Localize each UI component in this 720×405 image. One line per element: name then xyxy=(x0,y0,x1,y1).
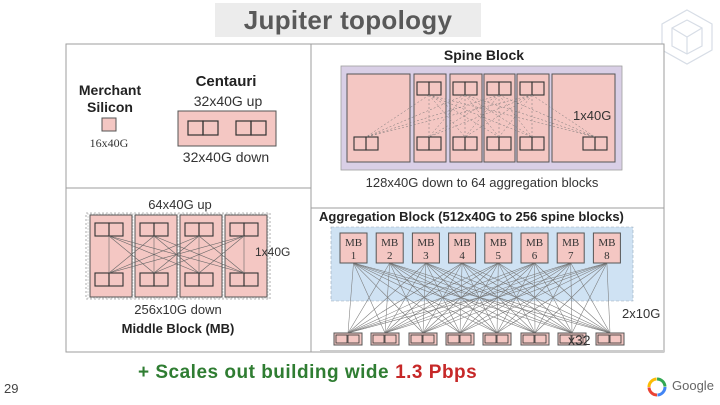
mb-bottom-chip-1 xyxy=(94,272,124,287)
agg-mb-label-1: MB xyxy=(345,237,362,249)
merchant-chip xyxy=(101,117,117,132)
mb-link-label: 1x40G xyxy=(255,245,290,259)
agg-mb-number-2: 2 xyxy=(387,250,393,262)
slide-title: Jupiter topology xyxy=(243,5,453,35)
agg-count-label: x32 xyxy=(568,332,591,348)
mb-bottom-chip-2 xyxy=(139,272,169,287)
agg-tor-6 xyxy=(520,332,550,346)
agg-mb-number-8: 8 xyxy=(604,250,610,262)
mb-top-chip-1 xyxy=(94,222,124,237)
agg-tor-4 xyxy=(445,332,475,346)
mb-top-chip-2 xyxy=(139,222,169,237)
agg-mb-7: MB7 xyxy=(556,232,585,264)
merchant-port-label: 16x40G xyxy=(90,136,129,150)
title-background xyxy=(215,3,481,37)
agg-tor-8 xyxy=(595,332,625,346)
agg-tor-5 xyxy=(482,332,512,346)
mb-up-label: 64x40G up xyxy=(148,197,212,212)
spine-bottom-chip-3 xyxy=(452,136,478,151)
centauri-up-label: 32x40G up xyxy=(194,93,263,109)
cube-watermark-icon xyxy=(661,9,713,65)
agg-tor-7 xyxy=(557,332,587,346)
agg-title: Aggregation Block (512x40G to 256 spine … xyxy=(319,209,624,224)
agg-mb-number-7: 7 xyxy=(568,250,574,262)
mb-card-3 xyxy=(179,214,223,298)
spine-top-chip-1 xyxy=(416,81,442,96)
mb-down-label: 256x10G down xyxy=(134,302,221,317)
mb-top-chip-3 xyxy=(184,222,214,237)
mb-bottom-chip-3 xyxy=(184,272,214,287)
spine-top-chip-3 xyxy=(486,81,512,96)
mb-cards xyxy=(89,214,268,298)
agg-mb-number-5: 5 xyxy=(496,250,502,262)
centauri-chip-box xyxy=(177,110,277,147)
agg-mb-label-4: MB xyxy=(454,237,471,249)
spine-bottom-chip-4 xyxy=(486,136,512,151)
mb-internal-links xyxy=(108,235,245,274)
agg-mb-number-4: 4 xyxy=(459,250,465,262)
spine-bottom-chip-6 xyxy=(582,136,608,151)
spine-bottom-chip-5 xyxy=(519,136,545,151)
spine-down-label: 128x40G down to 64 aggregation blocks xyxy=(366,175,599,190)
spine-top-chip-4 xyxy=(519,81,545,96)
agg-mb-1: MB1 xyxy=(339,232,368,264)
agg-mb-label-6: MB xyxy=(526,237,543,249)
agg-mb-8: MB8 xyxy=(592,232,621,264)
agg-mb-label-3: MB xyxy=(417,237,434,249)
spine-bottom-chip-2 xyxy=(416,136,442,151)
mb-top-chip-4 xyxy=(229,222,259,237)
agg-mb-label-5: MB xyxy=(490,237,507,249)
agg-mb-6: MB6 xyxy=(520,232,549,264)
tagline-highlight: 1.3 Pbps xyxy=(395,362,478,383)
agg-tor-1 xyxy=(333,332,363,346)
agg-mb-2: MB2 xyxy=(375,232,404,264)
agg-link-label: 2x10G xyxy=(622,306,660,321)
centauri-title: Centauri xyxy=(196,73,257,90)
spine-cards xyxy=(346,73,616,163)
agg-links xyxy=(347,262,611,334)
agg-mb-label-7: MB xyxy=(562,237,579,249)
agg-mb-label-2: MB xyxy=(381,237,398,249)
tagline-prefix: + Scales out building wide xyxy=(138,362,390,383)
mb-title: Middle Block (MB) xyxy=(122,321,235,336)
spine-link-label: 1x40G xyxy=(573,108,611,123)
agg-mb-3: MB3 xyxy=(411,232,440,264)
centauri-chip-pair-2 xyxy=(235,120,267,136)
spine-top-chip-2 xyxy=(452,81,478,96)
mb-bottom-chip-4 xyxy=(229,272,259,287)
merchant-label-line2: Silicon xyxy=(87,99,133,115)
agg-tor-3 xyxy=(408,332,438,346)
agg-mb-number-1: 1 xyxy=(351,250,357,262)
slide-number: 29 xyxy=(4,381,19,396)
agg-mb-4: MB4 xyxy=(448,232,477,264)
google-logo-icon xyxy=(647,377,667,397)
spine-internal-links xyxy=(365,94,596,138)
agg-tor-2 xyxy=(370,332,400,346)
merchant-label-line1: Merchant xyxy=(79,82,142,98)
spine-bottom-chip-1 xyxy=(353,136,379,151)
spine-title: Spine Block xyxy=(444,47,524,63)
mb-card-4 xyxy=(224,214,268,298)
agg-mb-number-6: 6 xyxy=(532,250,538,262)
centauri-chip-pair-1 xyxy=(187,120,219,136)
agg-mb-5: MB5 xyxy=(484,232,513,264)
mb-card-1 xyxy=(89,214,133,298)
centauri-down-label: 32x40G down xyxy=(183,149,269,165)
agg-mb-label-8: MB xyxy=(598,237,615,249)
panel-shadow xyxy=(320,350,664,353)
logo-word: Google xyxy=(672,378,714,393)
agg-mb-number-3: 3 xyxy=(423,250,429,262)
agg-tor-row xyxy=(333,332,625,346)
